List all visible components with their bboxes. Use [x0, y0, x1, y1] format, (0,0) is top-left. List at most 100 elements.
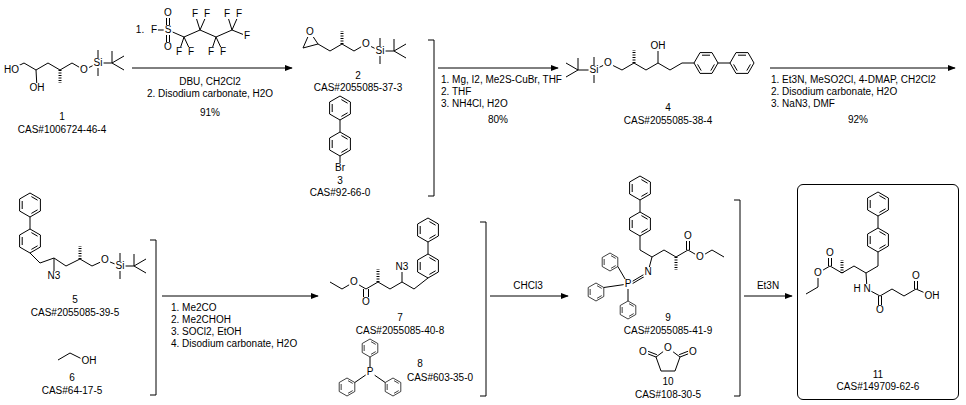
bracket	[734, 200, 740, 396]
atom-label: N	[862, 284, 871, 294]
reaction-arrow	[132, 68, 292, 69]
atom-label: OH	[29, 83, 46, 93]
atom-label: O	[688, 347, 698, 357]
hashed-bond	[341, 31, 344, 44]
atom-label: Si	[93, 58, 104, 68]
cas-number: CAS#2055085-39-5	[30, 308, 120, 318]
compound-number: 10	[661, 377, 674, 387]
bracket	[150, 240, 156, 395]
biphenyl-ring	[20, 193, 41, 253]
atom-label: O	[305, 27, 315, 37]
cas-number: CAS#92-66-0	[309, 188, 372, 198]
atom-label: O	[875, 305, 885, 315]
atom-label: F	[187, 47, 195, 57]
reagent-text: CHCl3	[512, 281, 543, 291]
atom-label: HO	[3, 65, 20, 75]
reagent-text: 1. Mg, I2, Me2S-CuBr, THF	[440, 75, 563, 85]
atom-label: O	[163, 42, 173, 52]
biphenyl-ring	[630, 176, 651, 236]
cas-number: CAS#1006724-46-4	[17, 125, 107, 135]
bracket	[428, 40, 434, 196]
reagent-text: 91%	[199, 108, 221, 118]
hashed-bond	[675, 257, 678, 270]
biphenyl-ring	[868, 192, 889, 252]
atom-label: P	[366, 367, 375, 377]
compound-number: 11	[872, 369, 884, 381]
structure-bonds	[806, 252, 932, 310]
reaction-arrow	[490, 296, 568, 297]
reagent-text: 80%	[487, 115, 509, 125]
phenyl-ring	[362, 339, 378, 357]
compound-number: 7	[396, 313, 404, 323]
hashed-bond	[633, 50, 636, 63]
reaction-arrow	[744, 296, 792, 297]
phenyl-ring	[602, 253, 618, 271]
atom-label: O	[79, 65, 89, 75]
reaction-arrow	[438, 68, 558, 69]
hashed-bond	[841, 260, 844, 273]
hashed-bond	[59, 70, 62, 83]
atom-label: Si	[115, 261, 126, 271]
compound-number: 1	[58, 112, 66, 122]
atom-label: F	[235, 9, 243, 19]
cas-number: CAS#2055085-38-4	[623, 116, 713, 126]
cas-number: CAS#603-35-0	[406, 373, 474, 383]
cas-number: CAS#64-17-5	[41, 386, 104, 396]
atom-label: P	[624, 279, 633, 289]
atom-label: Si	[375, 46, 386, 56]
atom-label: O	[695, 252, 705, 262]
structure-bonds	[604, 236, 724, 301]
atom-label: F	[150, 25, 158, 35]
atom-label: S	[164, 25, 173, 35]
atom-label: O	[911, 271, 921, 281]
atom-label: N3	[47, 271, 62, 281]
reagent-text: 2. Disodium carbonate, H2O	[146, 89, 274, 99]
bracket	[480, 222, 486, 396]
atom-label: O	[163, 8, 173, 18]
reagent-text: 92%	[847, 115, 869, 125]
structure-bonds	[10, 50, 124, 88]
structure-bonds	[330, 267, 428, 302]
cas-number: CAS#108-30-5	[634, 390, 702, 400]
structure-bonds	[154, 13, 247, 52]
atom-label: OH	[924, 291, 941, 301]
atom-label: O	[361, 297, 371, 307]
compound-number: 6	[68, 373, 76, 383]
phenyl-ring	[620, 301, 636, 319]
reaction-arrow	[770, 68, 955, 69]
phenyl-ring	[339, 378, 355, 396]
compound-number: 5	[71, 295, 79, 305]
reagent-text: 3. SOCl2, EtOH	[170, 327, 243, 337]
atom-label: O	[813, 268, 823, 278]
atom-label: N	[643, 267, 652, 277]
reaction-arrow	[162, 296, 318, 297]
biphenyl-ring	[694, 53, 754, 74]
atom-label: O	[663, 343, 673, 353]
reagent-text: 2. Me2CHOH	[170, 315, 232, 325]
reagent-text: 3. NaN3, DMF	[770, 99, 836, 109]
reagent-text: DBU, CH2Cl2	[178, 77, 242, 87]
atom-label: OH	[81, 356, 98, 366]
atom-label: O	[638, 347, 648, 357]
atom-label: OH	[650, 41, 667, 51]
biphenyl-ring	[418, 218, 439, 278]
atom-label: F	[207, 47, 215, 57]
hashed-bond	[79, 246, 82, 259]
atom-label: N3	[395, 262, 410, 272]
atom-label: O	[361, 39, 371, 49]
atom-label: Si	[589, 65, 600, 75]
biphenyl-ring	[330, 96, 351, 156]
atom-label: O	[603, 58, 613, 68]
atom-label: F	[203, 9, 211, 19]
compound-number: 9	[664, 313, 672, 323]
reagent-text: 2. THF	[440, 87, 472, 97]
reagent-text: 1. Me2CO	[170, 303, 218, 313]
atom-label: O	[683, 231, 693, 241]
structure-bonds	[303, 32, 406, 64]
atom-label: F	[219, 47, 227, 57]
compound-number: 4	[664, 103, 672, 113]
structure-bonds	[566, 46, 694, 83]
atom-label: Br	[334, 163, 346, 173]
atom-label: F	[175, 47, 183, 57]
